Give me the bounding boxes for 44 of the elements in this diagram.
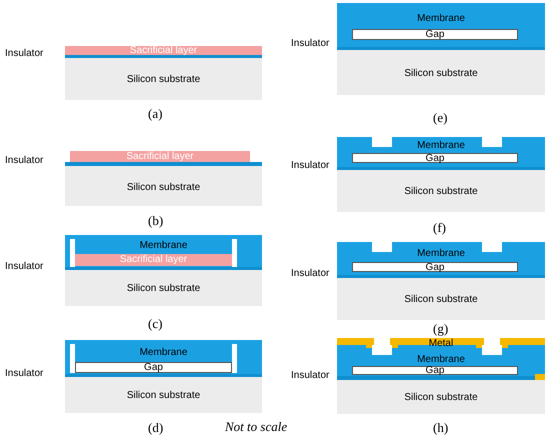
- layer-label: Insulator: [291, 38, 330, 49]
- layer-label: Silicon substrate: [403, 186, 479, 197]
- substrate-layer: [65, 58, 262, 100]
- panel-caption: (d): [148, 420, 164, 436]
- layer-label: Silicon substrate: [403, 294, 479, 305]
- layer-label: Silicon substrate: [126, 74, 202, 85]
- layer-label: Insulator: [291, 268, 330, 279]
- layer-label: Silicon substrate: [126, 283, 202, 294]
- sacrificial-layer: [65, 46, 262, 55]
- panel-caption: (b): [148, 213, 164, 229]
- substrate-layer: [337, 278, 545, 320]
- substrate-layer: [337, 380, 545, 414]
- layer-label: Membrane: [416, 140, 466, 151]
- panel-caption: (h): [433, 420, 448, 436]
- layer-label: Membrane: [416, 13, 466, 24]
- layer-label: Membrane: [416, 248, 466, 259]
- layer-label: Insulator: [291, 160, 330, 171]
- layer-label: Sacrificial layer: [128, 45, 198, 56]
- layer-label: Membrane: [138, 240, 188, 251]
- layer-label: Silicon substrate: [403, 68, 479, 79]
- panel-caption: (g): [433, 321, 448, 337]
- note-text: Not to scale: [225, 419, 288, 435]
- layer-label: Insulator: [5, 368, 44, 379]
- layer-label: Sacrificial layer: [125, 151, 195, 162]
- substrate-layer: [65, 377, 262, 413]
- substrate-layer: [337, 50, 545, 95]
- panel-caption: (e): [433, 110, 448, 126]
- substrate-layer: [65, 166, 262, 206]
- panel-caption: (f): [433, 220, 446, 236]
- substrate-layer: [337, 170, 545, 212]
- layer-label: Insulator: [5, 48, 44, 59]
- layer-label: Membrane: [138, 347, 188, 358]
- substrate-layer: [65, 270, 262, 306]
- layer-label: Silicon substrate: [126, 390, 202, 401]
- layer-label: Insulator: [5, 155, 44, 166]
- panel-caption: (a): [148, 106, 162, 122]
- layer-label: Membrane: [416, 354, 466, 365]
- layer-label: Silicon substrate: [403, 392, 479, 403]
- layer-label: Insulator: [291, 370, 330, 381]
- metal-layer: [337, 338, 545, 348]
- panel-caption: (c): [148, 316, 162, 332]
- sacrificial-layer: [70, 151, 250, 162]
- layer-label: Silicon substrate: [126, 182, 202, 193]
- layer-label: Insulator: [5, 261, 44, 272]
